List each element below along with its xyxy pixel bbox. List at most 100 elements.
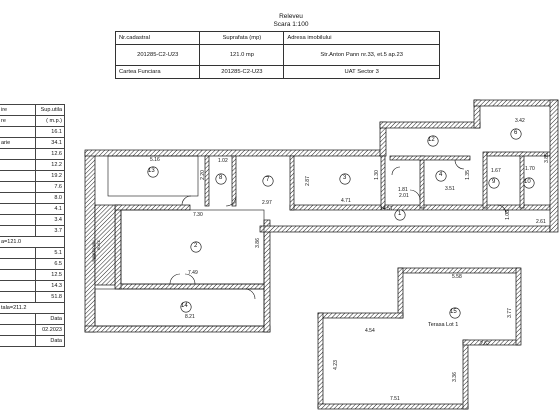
room-12-marker [427, 134, 439, 152]
room-outline [94, 288, 265, 327]
wall [482, 151, 488, 209]
dimension-label: 4.54 [365, 328, 375, 334]
room-label: 3 [343, 175, 347, 181]
door-arc [496, 204, 507, 215]
room-15-marker [449, 306, 461, 324]
dimension-label: 7.49 [188, 270, 198, 276]
terrace-label: Terasa Lot 1 [428, 322, 459, 328]
door-arc [391, 166, 401, 176]
dimension-label: 2.20 [199, 170, 206, 180]
room-9-marker [488, 176, 500, 194]
room-label: 14 [181, 303, 188, 309]
dimension-label: 1.81 [398, 187, 408, 193]
dimension-label: 5.58 [452, 274, 462, 280]
dimension-label: 1.08 [504, 210, 511, 220]
room-label: 7 [266, 177, 270, 183]
room-label: 13 [148, 168, 155, 174]
door-arc [454, 159, 465, 170]
room-2-marker [190, 240, 202, 258]
dimension-label: 1.67 [491, 168, 501, 174]
dimension-label: 14.51 [380, 206, 393, 212]
room-label: 4 [439, 172, 443, 178]
door-arc [409, 189, 421, 201]
room-1-marker [394, 208, 406, 226]
wall [289, 155, 295, 211]
wall [231, 155, 237, 207]
dimension-label: 3.85 [543, 153, 550, 163]
wall [117, 283, 265, 290]
dimension-label: 1.30 [373, 170, 380, 180]
wall [259, 225, 551, 233]
wall [462, 339, 469, 410]
dimension-label: 3.51 [445, 186, 455, 192]
dimension-label: 3.42 [515, 118, 525, 124]
room-label: 10 [524, 179, 531, 185]
wall [419, 155, 425, 209]
room-label: 2 [194, 243, 198, 249]
dimension-label: 2.62 [480, 341, 490, 347]
door-arc [244, 288, 256, 300]
date-value: 02.2023 [35, 324, 65, 336]
dimension-label: 3.36 [451, 372, 458, 382]
wall [462, 339, 521, 346]
info-table: Nr.cadastral Suprafata (mp) Adresa imobi… [114, 31, 440, 79]
wall [389, 155, 471, 161]
room-label: 8 [219, 175, 223, 181]
wall [114, 204, 122, 290]
dimension-label: 4.23 [332, 360, 339, 370]
room-label: 6 [514, 130, 518, 136]
dimension-label: 1.35 [464, 170, 471, 180]
door-arc [184, 273, 196, 285]
dimension-label: 1.02 [218, 158, 228, 164]
room-6-marker [510, 127, 522, 145]
room-10-marker [523, 176, 535, 194]
room-4-marker [435, 169, 447, 187]
room-7-marker [262, 174, 274, 192]
room-outline [107, 155, 199, 197]
wall [94, 204, 116, 286]
dimension-label: 2.87 [304, 176, 311, 186]
uninhabitable-zone-label: zona nelocuibila [91, 240, 102, 262]
dimension-label: 2.61 [536, 219, 546, 225]
wall [397, 267, 521, 274]
info-cell: UAT Sector 3 [283, 65, 440, 79]
dimension-label: 2.01 [399, 193, 409, 199]
data-label: Data [35, 335, 65, 347]
info-cell: Suprafata (mp) [199, 31, 285, 45]
wall [317, 312, 324, 409]
room-3-marker [339, 172, 351, 190]
wall [317, 403, 469, 410]
wall [84, 325, 271, 333]
dimension-label: 1.70 [525, 166, 535, 172]
room-13-marker [147, 165, 159, 183]
dimension-label: 5.16 [150, 157, 160, 163]
room-label: 1 [398, 211, 402, 217]
room-14-marker [180, 300, 192, 318]
door-arc [181, 195, 192, 206]
dimension-label: 7.30 [193, 212, 203, 218]
wall [380, 155, 386, 209]
dimension-label: 7.51 [390, 396, 400, 402]
wall [317, 312, 404, 319]
wall [84, 149, 386, 157]
drawing-title: Releveu [279, 13, 303, 20]
room-label: 12 [428, 137, 435, 143]
info-cell: Cartea Funciara [114, 65, 201, 79]
wall [515, 267, 522, 346]
room-outline [120, 209, 265, 285]
wall [263, 219, 271, 333]
room-label: 9 [492, 179, 496, 185]
door-arc [169, 273, 181, 285]
wall [549, 99, 559, 233]
door-arc [225, 195, 237, 207]
terrace [317, 267, 522, 410]
wall [379, 121, 481, 129]
room-label: 15 [450, 309, 457, 315]
dimension-label: 3.86 [254, 238, 261, 248]
wall [397, 267, 404, 319]
info-cell: 201285-C2-U23 [199, 65, 285, 79]
dimension-label: 2.97 [262, 200, 272, 206]
wall [473, 99, 559, 107]
